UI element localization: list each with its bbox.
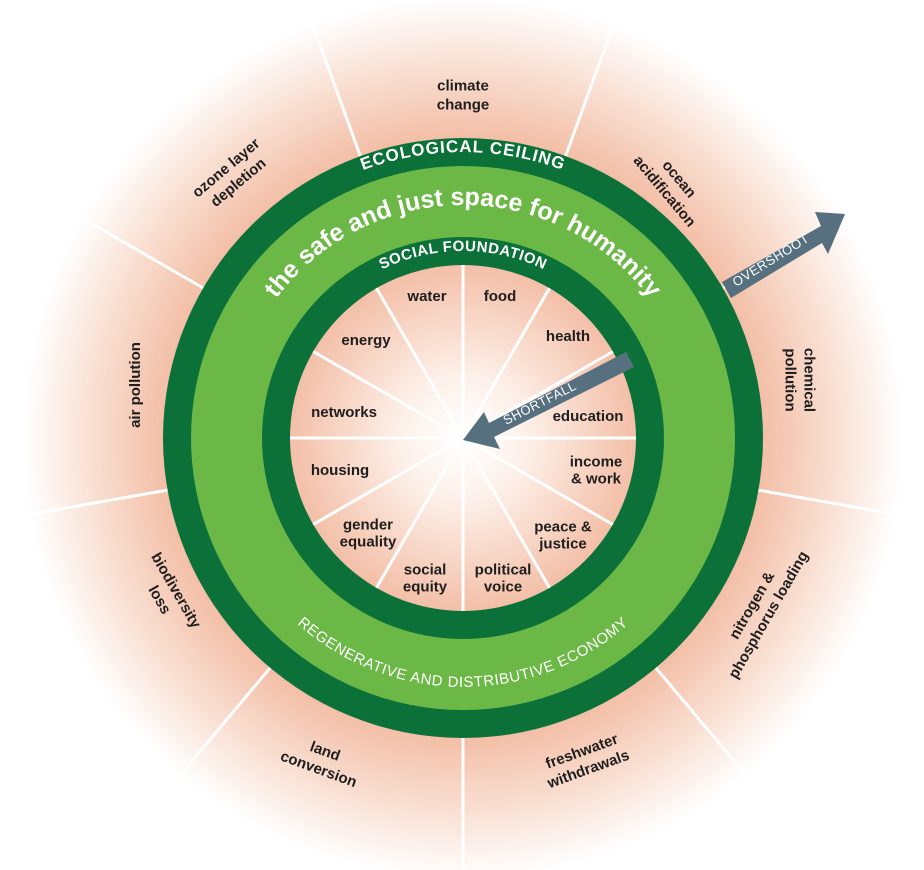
label-line: equality xyxy=(340,534,397,551)
ecological-label: chemicalpollution xyxy=(782,348,818,412)
social-label: food xyxy=(484,288,516,305)
label-line: voice xyxy=(484,579,522,596)
social-label: energy xyxy=(341,332,391,349)
social-divider xyxy=(312,350,464,440)
social-divider xyxy=(461,437,551,589)
label-line: income xyxy=(570,454,623,471)
label-line: health xyxy=(546,328,590,345)
ecological-divider xyxy=(564,24,615,157)
ecological-divider xyxy=(758,488,897,516)
label-line: housing xyxy=(311,462,369,479)
label-line: change xyxy=(437,97,490,114)
label-line: food xyxy=(484,288,516,305)
label-line: political xyxy=(475,562,532,579)
label-line: gender xyxy=(343,517,393,534)
ecological-divider xyxy=(654,666,747,777)
social-label: income& work xyxy=(570,454,623,488)
ecological-label: air pollution xyxy=(127,342,144,428)
social-divider xyxy=(375,437,465,589)
label-line: air pollution xyxy=(127,342,144,428)
social-label: peace &justice xyxy=(534,519,592,553)
label-line: pollution xyxy=(782,348,799,411)
label-line: networks xyxy=(311,404,377,421)
label-line: peace & xyxy=(534,519,592,536)
ecological-divider xyxy=(311,24,362,157)
label-line: & work xyxy=(571,471,622,488)
social-label: networks xyxy=(311,404,377,421)
social-divider xyxy=(461,287,551,439)
label-line: equity xyxy=(403,579,448,596)
social-label: water xyxy=(406,288,446,305)
social-spokes xyxy=(290,265,636,611)
label-line: education xyxy=(553,408,624,425)
ecological-divider xyxy=(179,666,272,777)
label-line: social xyxy=(404,562,447,579)
label-line: chemical xyxy=(801,348,818,412)
ecological-divider xyxy=(29,488,168,516)
ecological-label: climate change xyxy=(437,78,490,114)
shortfall-arrow-shape xyxy=(463,352,634,449)
label-line: justice xyxy=(538,536,587,553)
social-divider xyxy=(312,436,464,526)
overshoot-arrow-shape xyxy=(722,212,845,298)
social-label: health xyxy=(546,328,590,345)
label-line: water xyxy=(406,288,446,305)
social-label: education xyxy=(553,408,624,425)
ecological-divider xyxy=(81,216,204,290)
social-divider xyxy=(462,436,614,526)
social-divider xyxy=(375,287,465,439)
label-line: energy xyxy=(341,332,391,349)
social-label: housing xyxy=(311,462,369,479)
label-line: climate xyxy=(437,78,489,95)
